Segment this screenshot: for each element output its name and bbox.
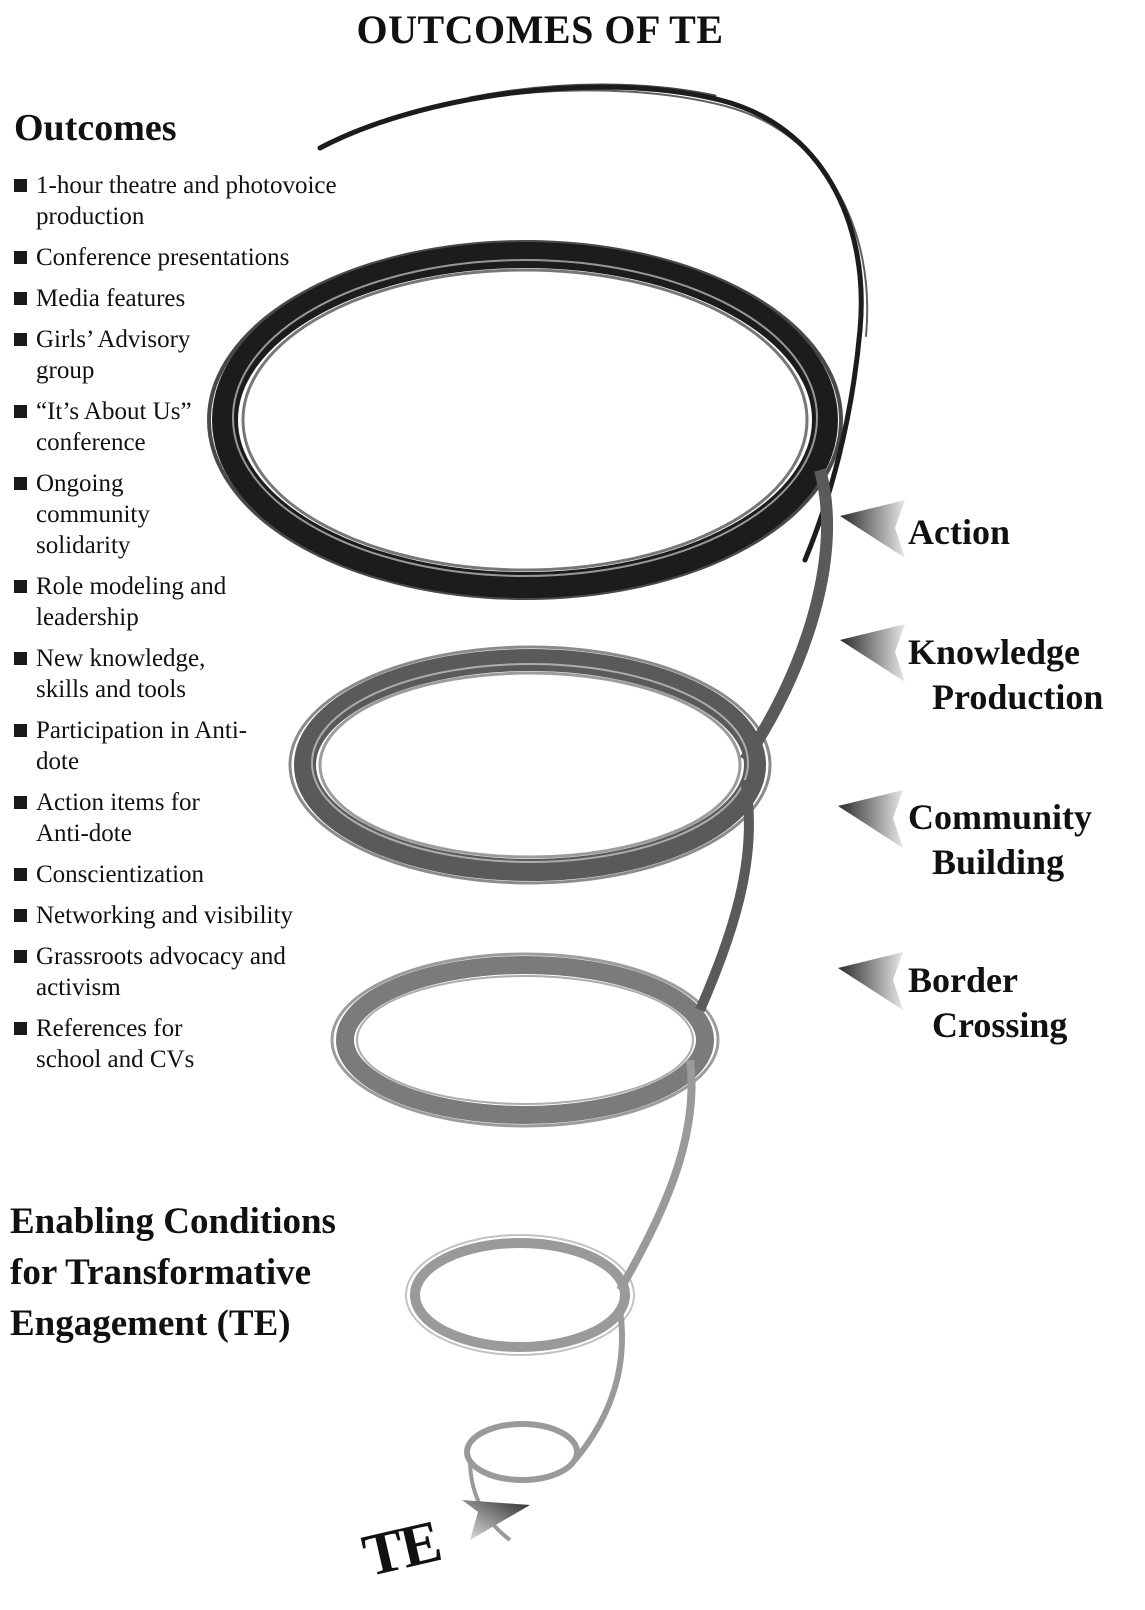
stage-label-border: Border Crossing — [908, 958, 1067, 1048]
square-bullet-icon — [14, 405, 27, 418]
outcome-item-text: Media features — [36, 285, 186, 312]
spiral-loop-1 — [207, 240, 843, 600]
stage-label-line1: Knowledge — [908, 632, 1081, 672]
arrow-knowledge-icon — [840, 624, 905, 682]
square-bullet-icon — [14, 179, 27, 192]
square-bullet-icon — [14, 652, 27, 665]
outcome-item: 1-hour theatre and photovoice production — [14, 170, 344, 232]
outcome-item: “It’s About Us” conference — [14, 396, 221, 458]
outcome-item-text: 1-hour theatre and photovoice production — [36, 172, 337, 230]
square-bullet-icon — [14, 580, 27, 593]
outcome-item-text: Role modeling and leadership — [36, 573, 227, 631]
outcomes-heading: Outcomes — [14, 107, 177, 149]
spiral-loop-2 — [288, 645, 772, 885]
outcome-item: Participation in Anti-dote — [14, 715, 251, 777]
outcome-item: Girls’ Advisory group — [14, 324, 236, 386]
outcome-item-text: Girls’ Advisory group — [36, 326, 191, 384]
square-bullet-icon — [14, 251, 27, 264]
arrow-community-icon — [838, 790, 903, 848]
square-bullet-icon — [14, 724, 27, 737]
spiral-loop-4 — [405, 1234, 635, 1356]
outcome-item: Role modeling and leadership — [14, 571, 236, 633]
stage-label-community: Community Building — [908, 795, 1092, 885]
arrow-te-icon — [462, 1500, 530, 1540]
stage-label-knowledge: Knowledge Production — [908, 630, 1103, 720]
square-bullet-icon — [14, 1022, 27, 1035]
outcome-item-text: “It’s About Us” conference — [36, 398, 192, 456]
square-bullet-icon — [14, 796, 27, 809]
spiral-top-arc — [317, 83, 869, 563]
square-bullet-icon — [14, 950, 27, 963]
outcomes-list: 1-hour theatre and photovoice production… — [14, 170, 344, 1085]
stage-label-line1: Action — [908, 512, 1010, 552]
outcome-item-text: New knowledge, skills and tools — [36, 645, 206, 703]
stage-label-line1: Community — [908, 797, 1093, 837]
spiral-connector-4 — [572, 1309, 625, 1462]
outcome-item-text: Networking and visibility — [36, 902, 293, 929]
outcome-item-text: Conscientization — [36, 861, 205, 888]
square-bullet-icon — [14, 477, 27, 490]
square-bullet-icon — [14, 333, 27, 346]
spiral-loop-3 — [330, 952, 720, 1128]
outcome-item: Ongoing community solidarity — [14, 468, 186, 561]
spiral-connector-3 — [616, 1059, 696, 1292]
outcome-item: Action items for Anti-dote — [14, 787, 251, 849]
spiral-loop-5 — [464, 1421, 580, 1483]
page-title: OUTCOMES OF TE — [356, 7, 724, 52]
spiral-connector-2 — [695, 779, 754, 1012]
outcome-item: Conference presentations — [14, 242, 344, 273]
outcome-item-text: Ongoing community solidarity — [36, 470, 150, 559]
spiral-connector-1 — [740, 468, 833, 764]
outcome-item-text: Conference presentations — [36, 244, 290, 271]
outcome-item: Media features — [14, 283, 344, 314]
square-bullet-icon — [14, 909, 27, 922]
outcome-item-text: Participation in Anti-dote — [36, 717, 248, 775]
outcome-item: Conscientization — [14, 859, 344, 890]
stage-label-line2: Production — [932, 677, 1104, 717]
outcome-item-text: Grassroots advocacy and activism — [36, 943, 286, 1001]
arrow-border-icon — [838, 952, 903, 1010]
outcome-item: New knowledge, skills and tools — [14, 643, 261, 705]
outcome-item-text: References for school and CVs — [36, 1015, 195, 1073]
stage-label-line2: Building — [932, 842, 1065, 882]
square-bullet-icon — [14, 292, 27, 305]
arrow-action-icon — [840, 500, 905, 558]
outcome-item: Grassroots advocacy and activism — [14, 941, 306, 1003]
stage-label-line1: Border — [908, 960, 1018, 1000]
enabling-conditions-heading: Enabling Conditions for Transformative E… — [10, 1201, 336, 1344]
stage-label-line2: Crossing — [932, 1005, 1068, 1045]
stage-label-action: Action — [908, 510, 1010, 555]
outcome-item: References for school and CVs — [14, 1013, 236, 1075]
outcome-item-text: Action items for Anti-dote — [36, 789, 200, 847]
square-bullet-icon — [14, 868, 27, 881]
outcome-item: Networking and visibility — [14, 900, 344, 931]
